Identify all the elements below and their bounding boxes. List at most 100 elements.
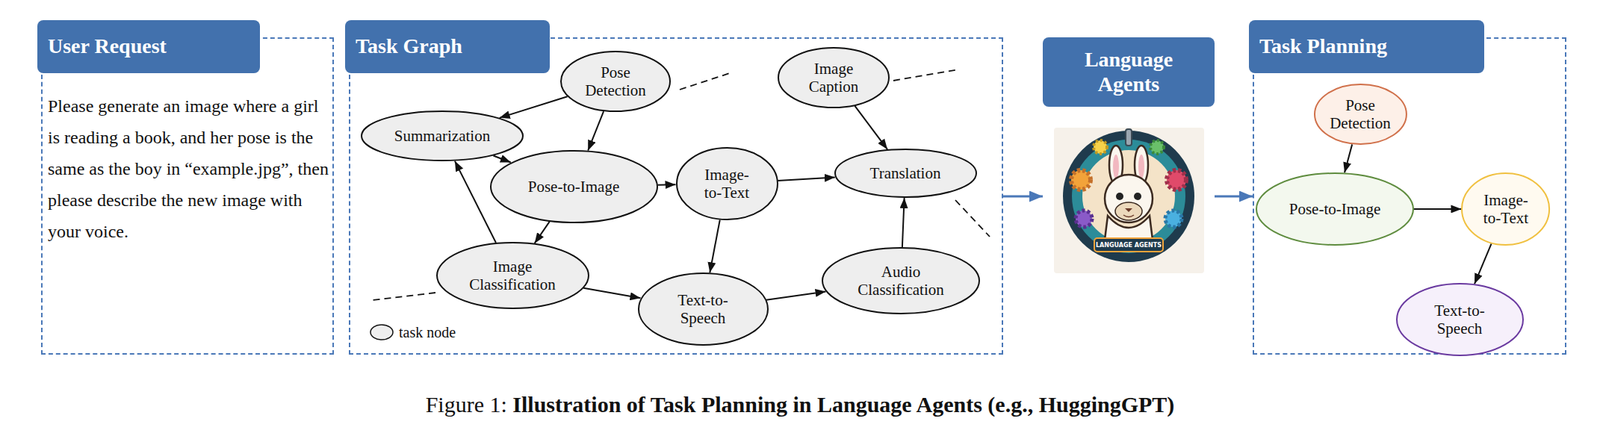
llama-ear-inner <box>1112 154 1119 179</box>
agent-heading: Language Agents <box>1072 47 1185 96</box>
panel-heading: Task Graph <box>355 34 463 59</box>
ellipse-shape <box>1256 173 1414 246</box>
request-panel: User RequestPlease generate an image whe… <box>41 37 334 355</box>
flow-arrow <box>1214 195 1253 198</box>
icon-banner <box>1094 238 1164 252</box>
figure-caption: Figure 1: Illustration of Task Planning … <box>0 392 1600 418</box>
task-node: Image Caption <box>777 47 890 109</box>
dashed-line <box>955 200 990 237</box>
label-holder: Pose Detection <box>1313 83 1408 145</box>
caption-number: Figure 1: <box>425 392 508 417</box>
legend-entry: task node <box>369 323 456 342</box>
panel-heading: User Request <box>47 34 167 59</box>
graph-edge <box>534 221 550 244</box>
label-holder: Pose Detection <box>560 50 671 113</box>
task-node: Text-to-Speech <box>1396 283 1524 357</box>
task-label: Text-to-Speech <box>1428 301 1491 338</box>
legend-text: task node <box>398 324 456 342</box>
graph-edge <box>709 220 720 274</box>
label-holder: Image Classification <box>436 242 590 310</box>
wrench <box>1125 129 1132 146</box>
graph-edge <box>1414 208 1462 210</box>
ellipse-shape <box>560 51 671 112</box>
ellipse-shape <box>436 242 589 309</box>
gear <box>1165 210 1182 228</box>
request-text: Please generate an image where a girl is… <box>47 90 332 248</box>
ellipse-shape <box>822 247 980 314</box>
gear <box>1075 210 1093 228</box>
task-label: Pose-to-Image <box>528 177 620 196</box>
ellipse-shape <box>835 149 977 198</box>
llama-snout <box>1115 202 1143 221</box>
task-label: Text-to-Speech <box>672 291 734 328</box>
task-node: Translation <box>834 148 978 198</box>
label-holder: Text-to-Speech <box>1396 283 1524 357</box>
icon-banner-text: LANGUAGE AGENTS <box>1094 238 1164 252</box>
label-holder: Image-to-Text <box>1461 172 1550 246</box>
ellipse-shape <box>638 273 768 346</box>
header-tab: User Request <box>37 20 260 74</box>
label-holder: Pose-to-Image <box>1255 172 1415 246</box>
graph-edge <box>1474 243 1492 284</box>
gear <box>1150 140 1164 154</box>
task-label: Pose-to-Image <box>1289 200 1381 219</box>
dashed-line <box>372 292 436 301</box>
dashed-line <box>679 73 730 90</box>
llama-ear-inner <box>1138 154 1145 179</box>
task-label: Translation <box>870 164 942 183</box>
header-tab: Task Planning <box>1248 20 1485 74</box>
graph-edge <box>766 291 827 300</box>
label-holder: Image-to-Text <box>676 147 779 221</box>
ellipse-shape <box>778 47 889 108</box>
gear <box>1071 170 1091 190</box>
task-node: Text-to-Speech <box>637 272 769 346</box>
legend-ellipse <box>370 324 393 340</box>
task-label: Audio Classification <box>853 262 949 299</box>
graph-edge <box>492 155 511 163</box>
llama-icon <box>1053 127 1205 274</box>
label-holder: Translation <box>834 148 978 198</box>
ellipse-shape <box>1461 173 1550 246</box>
llama-head <box>1104 174 1153 223</box>
graph-edge <box>454 161 496 243</box>
label-holder: Summarization <box>360 110 524 162</box>
task-node: Image-to-Text <box>676 147 779 221</box>
graph-edge <box>902 197 905 248</box>
ellipse-shape <box>1396 283 1524 356</box>
planning-panel: Pose DetectionPose-to-Image Image-to-Text… <box>1252 37 1567 355</box>
header-tab: Task Graph <box>345 20 550 74</box>
graph-edge <box>777 177 836 181</box>
task-node: Pose Detection <box>1313 83 1408 145</box>
task-label: Pose Detection <box>1325 96 1395 133</box>
graph-edge <box>854 106 888 150</box>
task-label: Image-to-Text <box>1477 191 1535 228</box>
ellipse-shape <box>490 150 658 223</box>
ellipse-shape <box>676 147 778 220</box>
flow-arrow <box>1003 195 1043 198</box>
icon-ring <box>1062 130 1195 263</box>
dashed-line <box>893 69 960 81</box>
llama-mouth <box>1123 215 1134 218</box>
ellipse-shape <box>361 111 523 161</box>
llama-nose <box>1124 208 1133 213</box>
graph-edge <box>587 111 604 151</box>
ellipse-shape <box>1314 84 1407 145</box>
legend-swatch <box>369 323 395 342</box>
llama-eye <box>1133 192 1142 201</box>
graph-edge <box>1344 144 1353 173</box>
task-node: Image Classification <box>436 242 590 310</box>
gear <box>1093 140 1108 154</box>
task-node: Pose-to-Image <box>490 150 659 224</box>
task-node: Pose Detection <box>560 50 671 113</box>
task-label: Image-to-Text <box>698 165 756 202</box>
label-holder: Audio Classification <box>821 247 981 315</box>
graph-panel: Pose DetectionSummarization Image Caption… <box>348 37 1004 355</box>
label-holder: Image Caption <box>777 47 890 109</box>
graph-edge <box>657 183 676 186</box>
task-label: Summarization <box>394 126 491 145</box>
task-label: Image Classification <box>465 257 560 294</box>
icon-ring <box>1071 139 1186 254</box>
task-node: Image-to-Text <box>1461 172 1550 246</box>
graph-edge <box>499 96 568 119</box>
